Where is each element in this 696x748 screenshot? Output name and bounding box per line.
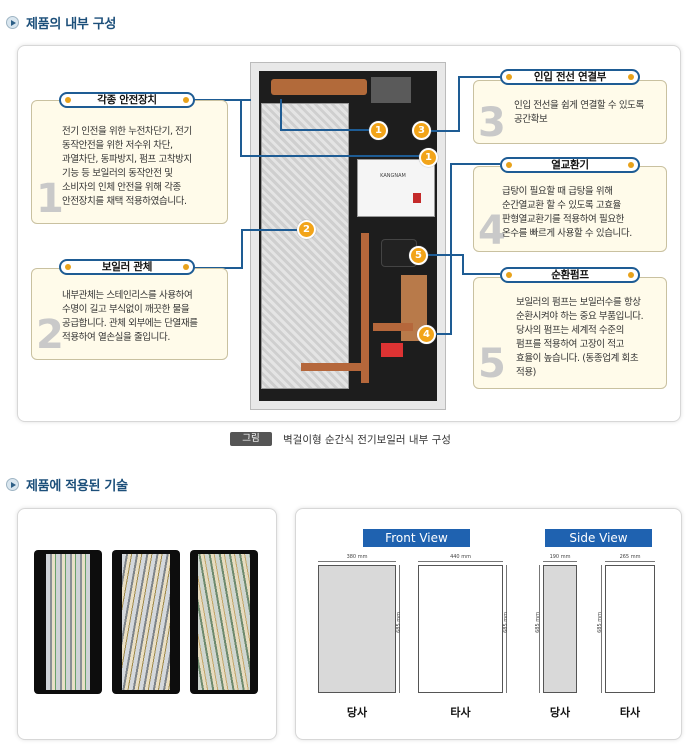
boiler-image: KANGNAM <box>250 62 446 410</box>
connector-line <box>462 273 500 275</box>
callout-title-pump: 순환펌프 <box>500 267 640 283</box>
callout-number: 3 <box>478 100 506 146</box>
marker-badge: 5 <box>409 246 428 265</box>
callout-number: 2 <box>36 312 64 358</box>
side-theirs-height: 685 mm <box>597 612 603 633</box>
connector-line <box>280 129 378 131</box>
marker-badge: 2 <box>297 220 316 239</box>
side-ours-height: 685 mm <box>535 612 541 633</box>
marker-badge: 1 <box>419 148 438 167</box>
callout-title-exchanger: 열교환기 <box>500 157 640 173</box>
heater-tube-image <box>112 550 180 694</box>
marker-badge: 3 <box>412 121 431 140</box>
front-view-label: Front View <box>363 529 470 547</box>
brand-label: KANGNAM <box>380 173 406 179</box>
connector-line <box>424 254 464 256</box>
callout-number: 4 <box>478 208 506 254</box>
connector-line <box>240 99 242 155</box>
caption-text: 벽걸이형 순간식 전기보일러 내부 구성 <box>283 434 451 446</box>
callout-title-body: 보일러 관체 <box>59 259 195 275</box>
connector-line <box>240 155 428 157</box>
marker-badge: 1 <box>369 121 388 140</box>
marker-badge: 4 <box>417 325 436 344</box>
connector-line <box>430 130 460 132</box>
section-header-technology: 제품에 적용된 기술 <box>6 475 128 494</box>
bullet-arrow-icon <box>6 478 19 491</box>
callout-title-safety: 각종 안전장치 <box>59 92 195 108</box>
section-title: 제품에 적용된 기술 <box>26 479 128 494</box>
front-ours-width: 380 mm <box>346 554 368 560</box>
heater-tube-image <box>190 550 258 694</box>
connector-line <box>462 254 464 274</box>
front-theirs-box <box>418 565 503 693</box>
side-ours-width: 190 mm <box>549 554 571 560</box>
connector-line <box>241 229 305 231</box>
ours-label: 당사 <box>549 706 571 719</box>
connector-line <box>432 333 452 335</box>
section-header-internal: 제품의 내부 구성 <box>6 13 116 32</box>
callout-number: 5 <box>478 341 506 387</box>
heater-tube-image <box>34 550 102 694</box>
connector-line <box>450 163 500 165</box>
connector-line <box>280 99 282 129</box>
side-theirs-box <box>605 565 655 693</box>
bullet-arrow-icon <box>6 16 19 29</box>
connector-line <box>458 76 500 78</box>
front-theirs-width: 440 mm <box>450 554 471 560</box>
caption-tag: 그림 <box>230 432 272 446</box>
connector-line <box>241 229 243 269</box>
theirs-label: 타사 <box>619 706 641 719</box>
callout-title-wiring: 인입 전선 연결부 <box>500 69 640 85</box>
theirs-label: 타사 <box>450 706 471 719</box>
side-view-label: Side View <box>545 529 652 547</box>
front-ours-height: 685 mm <box>396 612 402 633</box>
side-ours-box <box>543 565 577 693</box>
connector-line <box>450 163 452 333</box>
ours-label: 당사 <box>346 706 368 719</box>
callout-number: 1 <box>36 176 64 222</box>
side-theirs-width: 265 mm <box>619 554 641 560</box>
section-title: 제품의 내부 구성 <box>26 17 117 32</box>
connector-line <box>458 76 460 132</box>
front-ours-box <box>318 565 396 693</box>
front-theirs-height: 685 mm <box>503 612 509 633</box>
